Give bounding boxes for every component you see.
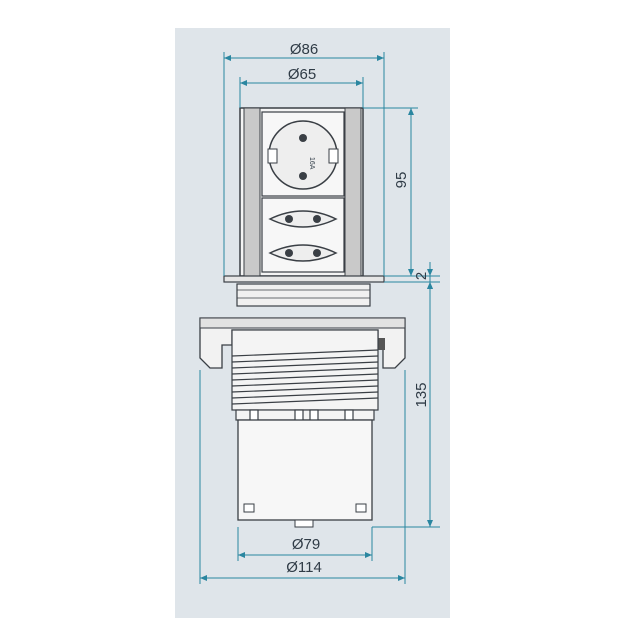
schuko-socket: 16A xyxy=(267,120,339,190)
euro-socket-lower xyxy=(268,244,338,262)
dim-bottom-inner-label: Ø79 xyxy=(292,536,320,553)
dim-gap-label: 2 xyxy=(413,272,430,280)
dim-top-inner-label: Ø65 xyxy=(288,66,316,83)
dimension-lines xyxy=(199,52,440,584)
threaded-body xyxy=(231,329,379,425)
dim-top-outer-label: Ø86 xyxy=(290,41,318,58)
dim-height-top-label: 95 xyxy=(393,172,410,189)
socket-rating-label: 16A xyxy=(308,157,315,170)
collar xyxy=(236,283,371,307)
dim-height-bottom-label: 135 xyxy=(413,382,430,407)
top-flange xyxy=(223,275,385,283)
dimension-arrows xyxy=(200,55,433,581)
dim-bottom-outer-label: Ø114 xyxy=(286,559,322,576)
euro-socket-upper xyxy=(268,210,338,228)
lower-housing xyxy=(237,419,373,528)
